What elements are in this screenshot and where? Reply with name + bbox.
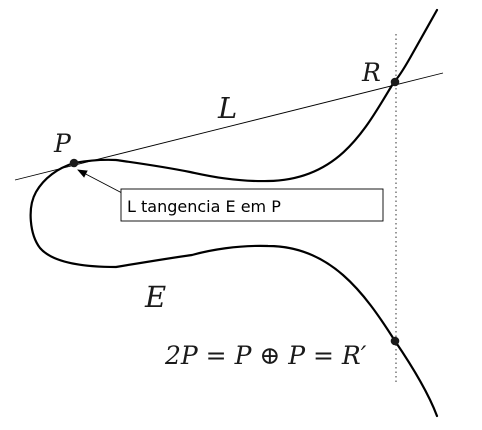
- label-point-p: P: [53, 129, 72, 158]
- label-curve-e: E: [144, 280, 166, 314]
- formula-r: R: [341, 341, 361, 370]
- formula-prime: ′: [361, 341, 367, 370]
- annotation-box: [120, 188, 384, 222]
- elliptic-curve-e: [29, 8, 439, 418]
- point-p: [69, 158, 79, 168]
- label-point-r: R: [361, 58, 381, 87]
- formula-oplus: ⊕: [251, 341, 288, 370]
- point-r: [390, 77, 400, 87]
- label-line-l: L: [217, 91, 237, 125]
- annotation-text: L tangencia E em P: [127, 197, 281, 216]
- formula-p1: P: [234, 341, 253, 370]
- tangent-line-l: [14, 72, 444, 181]
- formula-p2: P: [287, 341, 306, 370]
- formula-eq1: =: [198, 341, 235, 370]
- formula-doubling: 2P = P ⊕ P = R′: [164, 341, 367, 370]
- annotation-arrow: [77, 169, 123, 194]
- formula-eq2: =: [305, 341, 342, 370]
- formula-left: 2P: [164, 341, 199, 370]
- point-r-prime: [390, 336, 400, 346]
